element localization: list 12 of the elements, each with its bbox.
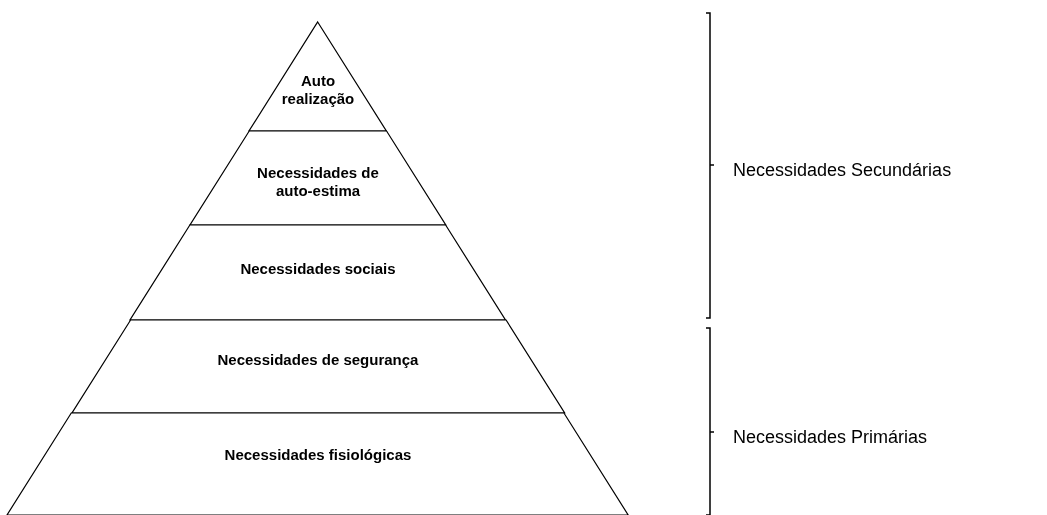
tier-label: Necessidades sociais [239,260,397,278]
bracket-label: Necessidades Secundárias [733,159,952,181]
pyramid-tier [190,131,446,225]
bracket-label: Necessidades Primárias [733,426,928,448]
pyramid-tier [71,320,565,413]
tier-label: Necessidades de auto-estima [256,164,380,200]
pyramid-tier [130,225,506,320]
pyramid-tier [7,413,629,515]
tier-label: Necessidades de segurança [216,351,420,369]
tier-label: Necessidades fisiológicas [223,446,413,464]
pyramid-tier [249,22,387,131]
tier-label: Auto realização [280,72,356,108]
